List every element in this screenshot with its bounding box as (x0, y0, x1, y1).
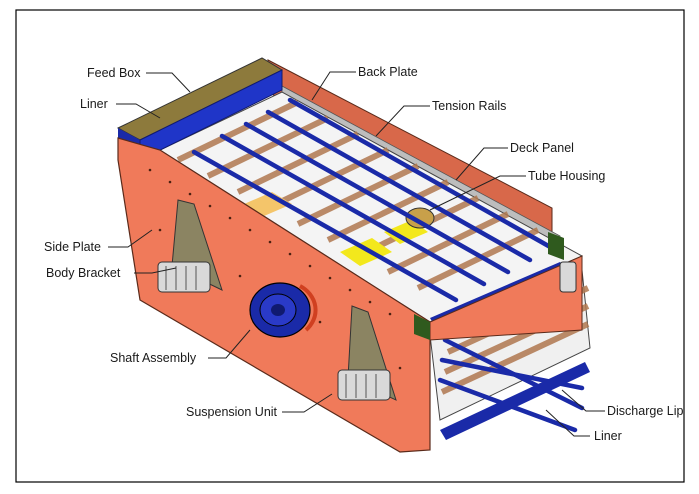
label-side-plate: Side Plate (44, 240, 101, 254)
green-end-cap-1 (414, 314, 430, 340)
label-deck-panel: Deck Panel (510, 141, 574, 155)
label-back-plate: Back Plate (358, 65, 418, 79)
suspension-unit-right (337, 369, 391, 401)
label-discharge-lip: Discharge Lip (607, 404, 683, 418)
leader-lines (108, 71, 605, 437)
green-end-cap-2 (548, 232, 564, 260)
label-liner-top: Liner (80, 97, 108, 111)
label-shaft-assembly: Shaft Assembly (110, 351, 197, 365)
suspension-unit-far (559, 261, 577, 293)
label-tube-housing: Tube Housing (528, 169, 605, 183)
suspension-unit-left (157, 261, 211, 293)
label-feed-box: Feed Box (87, 66, 141, 80)
screen-illustration (116, 57, 591, 453)
label-suspension-unit: Suspension Unit (186, 405, 278, 419)
deck-panel-yellow-1 (340, 238, 392, 266)
label-body-bracket: Body Bracket (46, 266, 121, 280)
diagram-border (15, 9, 685, 483)
label-tension-rails: Tension Rails (432, 99, 506, 113)
label-liner-bottom: Liner (594, 429, 622, 443)
blue-crossbar-lower (440, 362, 590, 440)
blue-rods (191, 97, 585, 433)
shaft-assembly (249, 282, 318, 338)
side-plate-bolts (148, 168, 402, 370)
tube-housing (405, 207, 435, 229)
